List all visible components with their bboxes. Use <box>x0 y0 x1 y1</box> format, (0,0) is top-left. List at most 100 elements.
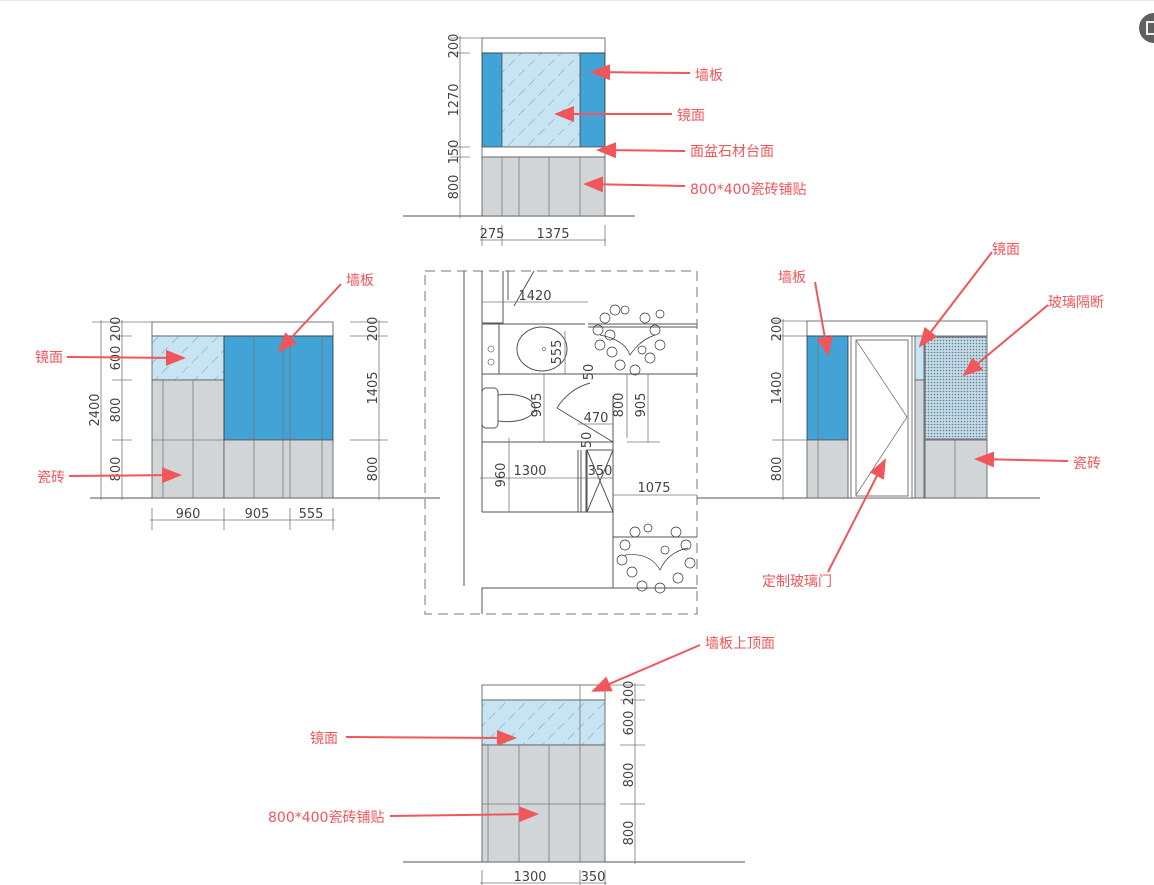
right-elevation: 200 1400 800 墙板 镜面 玻璃隔断 瓷砖 定制玻璃门 <box>697 242 1104 590</box>
tile-joints <box>501 157 581 216</box>
toilet-bowl <box>497 393 536 423</box>
dim-50: 50 <box>580 432 595 449</box>
label-wall-panel: 墙板 <box>778 270 806 286</box>
dim-350: 350 <box>588 464 613 479</box>
joints <box>152 336 323 498</box>
dim-800: 800 <box>622 763 637 788</box>
ceiling-band <box>481 37 606 54</box>
dim-350: 350 <box>581 870 606 885</box>
label-glass-partition: 玻璃隔断 <box>1048 294 1104 311</box>
arrow <box>590 64 691 81</box>
arrow <box>389 806 539 823</box>
dimension-lines <box>772 319 807 500</box>
dim-470: 470 <box>584 411 609 426</box>
dim-200: 200 <box>447 34 462 59</box>
top-border <box>0 0 1154 1</box>
label-wall-panel: 墙板 <box>695 68 723 84</box>
dim-1300: 1300 <box>513 870 546 885</box>
bottom-elevation: 200 600 800 800 1300 350 墙板上顶面 镜面 800*40… <box>268 636 775 885</box>
label-panel-top: 墙板上顶面 <box>705 636 775 652</box>
dim-1300: 1300 <box>513 464 546 479</box>
door-swing <box>556 382 614 443</box>
dim-800: 800 <box>109 457 124 482</box>
dim-1405: 1405 <box>366 371 381 404</box>
dim-600: 600 <box>622 711 637 736</box>
dimension-lines <box>480 683 645 885</box>
tile-area <box>481 744 606 863</box>
dim-555: 555 <box>550 340 565 365</box>
dim-960: 960 <box>176 507 201 522</box>
label-tile: 瓷砖 <box>1073 456 1101 472</box>
dim-200: 200 <box>366 317 381 342</box>
mirror-hatch <box>502 53 580 147</box>
plant-icon <box>616 523 696 594</box>
top-elevation: 200 1270 150 800 275 1375 墙板 镜面 面盆石材台面 8… <box>403 34 806 246</box>
dim-1075: 1075 <box>637 481 670 496</box>
dimension-lines <box>450 36 606 246</box>
glass-partition <box>924 336 988 440</box>
dim-1375: 1375 <box>536 227 569 242</box>
faucet-knob <box>487 345 495 353</box>
dim-1420: 1420 <box>518 289 551 304</box>
dim-800: 800 <box>622 821 637 846</box>
tile-joints <box>482 685 605 862</box>
dim-905: 905 <box>530 393 545 418</box>
arrow <box>277 283 342 353</box>
dim-50: 50 <box>582 364 597 381</box>
arrow <box>345 729 517 746</box>
arrow <box>66 349 186 366</box>
tile-strip <box>914 379 925 499</box>
arrow <box>827 458 886 573</box>
stone-counter <box>481 146 606 158</box>
dimension-lines <box>92 320 388 530</box>
tile-area <box>223 439 334 499</box>
label-wall-panel: 墙板 <box>346 273 374 289</box>
dim-800: 800 <box>366 457 381 482</box>
tile-area <box>481 156 606 217</box>
label-counter: 面盆石材台面 <box>690 144 774 160</box>
left-elevation: 2400 200 600 800 800 200 1405 800 960 90… <box>35 273 440 530</box>
dim-275: 275 <box>480 227 505 242</box>
dim-1270: 1270 <box>447 83 462 116</box>
tile-area <box>924 439 988 499</box>
dim-800: 800 <box>612 393 627 418</box>
floor-plan: 1420 555 905 470 800 905 50 50 960 1300 … <box>424 270 698 615</box>
dim-905: 905 <box>245 507 270 522</box>
plan-boundary <box>424 270 698 615</box>
fullscreen-icon[interactable] <box>1139 13 1154 43</box>
dim-150: 150 <box>447 140 462 165</box>
wall-panel-right <box>579 52 606 148</box>
arrow <box>68 467 182 484</box>
dim-200: 200 <box>622 681 637 706</box>
wall-panel-left <box>481 52 503 148</box>
arrow <box>962 304 1049 377</box>
arrow <box>583 176 686 193</box>
dim-1400: 1400 <box>770 371 785 404</box>
label-glass-door: 定制玻璃门 <box>762 573 832 590</box>
sink-basin <box>516 326 568 372</box>
label-tile: 800*400瓷砖铺贴 <box>690 182 806 198</box>
ceiling-band <box>806 320 988 337</box>
ceiling-band <box>481 684 606 701</box>
arrow <box>814 281 833 357</box>
dim-960: 960 <box>494 463 509 488</box>
arrow <box>918 251 993 348</box>
sink-drain <box>542 347 546 351</box>
label-tile: 瓷砖 <box>37 470 65 486</box>
glass-door[interactable] <box>855 339 909 497</box>
label-tile: 800*400瓷砖铺贴 <box>268 810 384 826</box>
toilet-tank <box>481 387 499 429</box>
dim-800: 800 <box>447 175 462 200</box>
arrow <box>974 451 1069 468</box>
plant-icon <box>592 304 666 376</box>
dim-2400: 2400 <box>88 393 103 426</box>
expand-glyph <box>1146 21 1154 35</box>
dim-905: 905 <box>634 393 649 418</box>
label-mirror: 镜面 <box>992 242 1020 258</box>
arrow <box>596 142 686 159</box>
dim-555: 555 <box>299 507 324 522</box>
label-mirror: 镜面 <box>310 731 338 747</box>
dim-200: 200 <box>770 317 785 342</box>
dim-800: 800 <box>109 398 124 423</box>
